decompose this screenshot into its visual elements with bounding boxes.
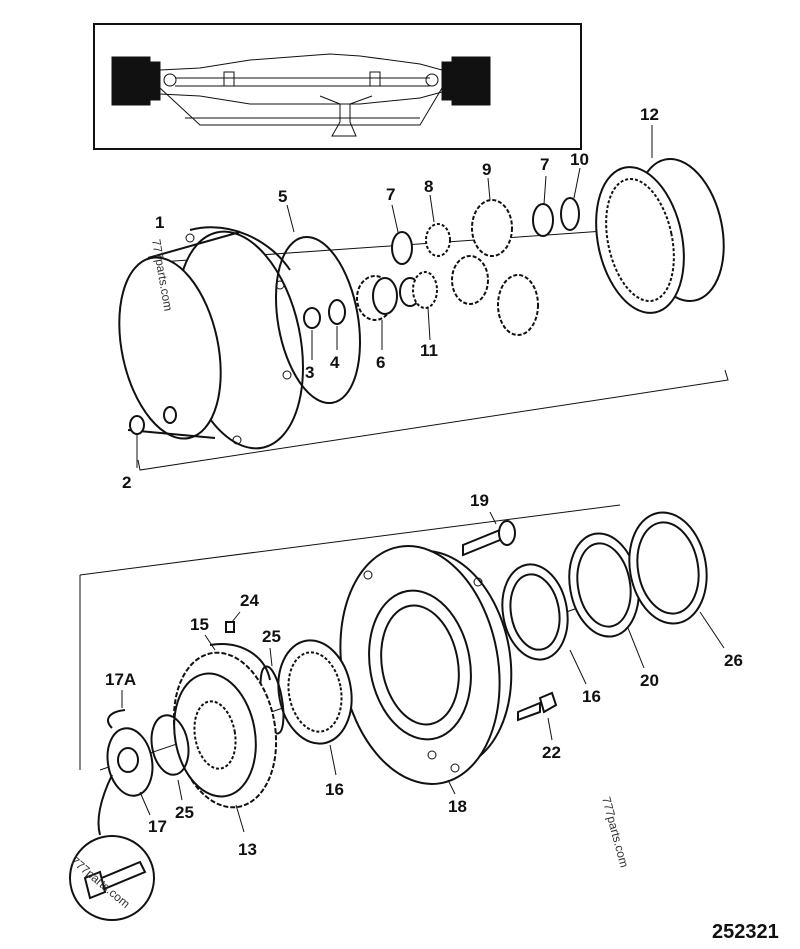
bolt-detail-inset: [69, 774, 155, 921]
end-plate-17: [106, 727, 154, 816]
label-24: 24: [240, 591, 259, 610]
label-22: 22: [542, 743, 561, 762]
grub-screw-24: [225, 621, 235, 633]
label-20: 20: [640, 671, 659, 690]
ring-gear-12: [595, 125, 725, 314]
bearing-16-right: [501, 563, 587, 685]
planet-gears-group: [356, 167, 581, 350]
o-ring-25-lower: [150, 714, 190, 776]
label-17A: 17A: [105, 670, 136, 689]
label-4: 4: [330, 353, 340, 372]
label-2: 2: [122, 473, 131, 492]
label-7-left: 7: [386, 185, 395, 204]
hub-carrier-gear-13: [172, 651, 278, 833]
label-3: 3: [305, 363, 314, 382]
label-16-left: 16: [325, 780, 344, 799]
axle-overview-inset: [93, 23, 582, 150]
reference-number: 252321: [712, 921, 779, 943]
label-25-lower: 25: [175, 803, 194, 822]
label-8: 8: [424, 177, 433, 196]
label-10: 10: [570, 150, 589, 169]
label-25-upper: 25: [262, 627, 281, 646]
planet-carrier-housing-1: [118, 226, 304, 450]
label-18: 18: [448, 797, 467, 816]
label-11: 11: [420, 341, 438, 360]
label-5: 5: [278, 187, 287, 206]
plugs-2: [129, 406, 177, 468]
bearing-16-left: [277, 639, 353, 776]
guide-frame-upper: [137, 369, 729, 471]
label-1: 1: [155, 213, 164, 232]
seal-ring-26: [628, 511, 725, 649]
bolt-19: [462, 511, 516, 557]
label-15: 15: [190, 615, 209, 634]
label-16-right: 16: [582, 687, 601, 706]
label-9: 9: [482, 160, 491, 179]
circlip-17A: [107, 709, 126, 729]
guide-frame-lower: [79, 504, 621, 770]
bolt-22: [517, 691, 558, 741]
thrust-washer-3: [303, 307, 321, 329]
wheel-hub-18: [339, 545, 513, 795]
watermark-lower-right: 777parts.com: [599, 795, 631, 869]
label-13: 13: [238, 840, 257, 859]
label-19: 19: [470, 491, 489, 510]
label-12: 12: [640, 105, 659, 124]
retaining-ring-15: [209, 643, 271, 681]
label-17: 17: [148, 817, 167, 836]
label-26: 26: [724, 651, 743, 670]
label-6: 6: [376, 353, 385, 372]
o-ring-5: [274, 235, 362, 405]
label-7-right: 7: [540, 155, 549, 174]
circlip-4: [328, 299, 346, 325]
